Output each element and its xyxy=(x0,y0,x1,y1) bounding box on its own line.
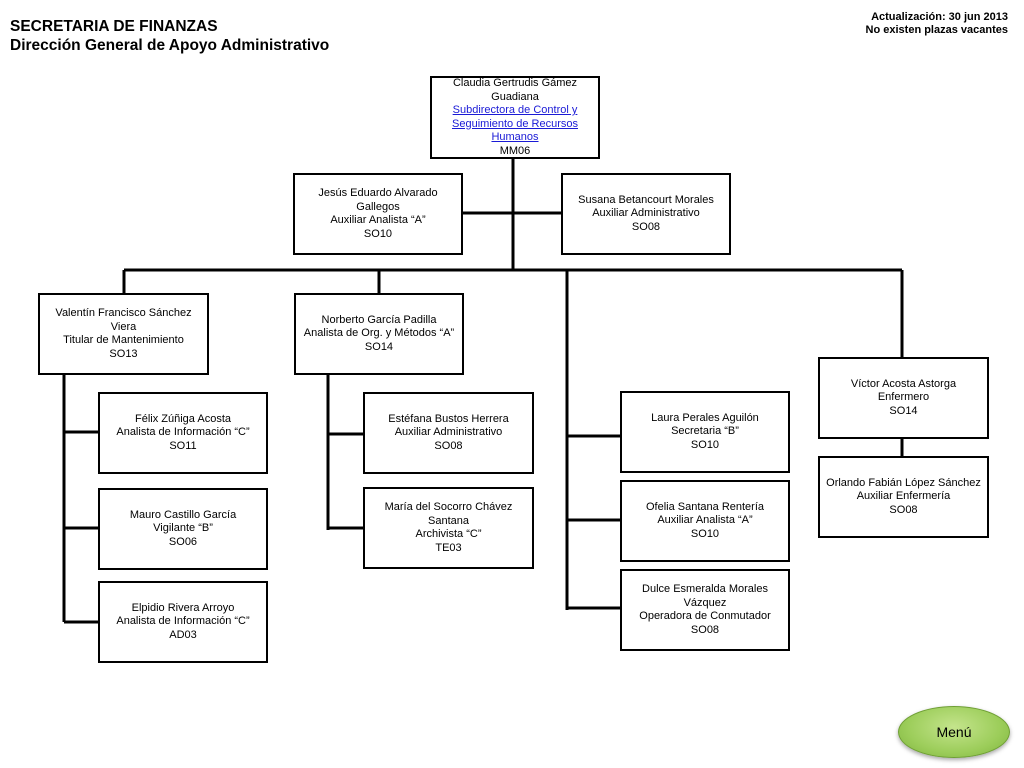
position-title: Analista de Información “C” xyxy=(116,615,250,628)
org-box-susana: Susana Betancourt Morales Auxiliar Admin… xyxy=(561,173,731,255)
position-title: Secretaria “B” xyxy=(671,425,739,438)
person-name: Mauro Castillo García xyxy=(129,508,237,521)
position-code: SO10 xyxy=(690,438,720,451)
position-title: Analista de Información “C” xyxy=(116,426,250,439)
org-box-elpidio: Elpidio Rivera Arroyo Analista de Inform… xyxy=(98,581,268,663)
person-name: Norberto García Padilla xyxy=(321,313,437,326)
person-name: Valentín Francisco Sánchez Viera xyxy=(55,307,192,333)
person-name: Elpidio Rivera Arroyo xyxy=(131,601,235,614)
page-title: SECRETARIA DE FINANZAS Dirección General… xyxy=(10,17,329,55)
position-title: Operadora de Conmutador xyxy=(639,610,771,622)
vacancy-note: No existen plazas vacantes xyxy=(865,24,1008,36)
person-name: Félix Zúñiga Acosta xyxy=(135,412,231,425)
person-name: Estéfana Bustos Herrera xyxy=(388,412,509,425)
update-date: Actualización: 30 jun 2013 xyxy=(871,11,1008,23)
position-code: AD03 xyxy=(169,628,197,641)
org-box-head: Claudia Gertrudis Gámez Guadiana Subdire… xyxy=(430,76,600,159)
person-name: Víctor Acosta Astorga xyxy=(850,377,957,390)
position-code: SO06 xyxy=(168,535,198,548)
position-code: SO08 xyxy=(434,439,463,452)
org-box-ofelia: Ofelia Santana Rentería Auxiliar Analist… xyxy=(620,480,790,562)
position-title: Auxiliar Enfermería xyxy=(856,490,951,503)
org-box-felix: Félix Zúñiga Acosta Analista de Informac… xyxy=(98,392,268,474)
person-name: Jesús Eduardo Alvarado Gallegos xyxy=(318,187,438,213)
person-name: Susana Betancourt Morales xyxy=(578,193,714,206)
position-code: SO14 xyxy=(889,404,918,417)
position-code: SO08 xyxy=(690,623,720,636)
org-box-estefana: Estéfana Bustos Herrera Auxiliar Adminis… xyxy=(363,392,534,474)
department-name: Dirección General de Apoyo Administrativ… xyxy=(10,37,330,54)
person-name: Claudia Gertrudis Gámez Guadiana xyxy=(452,77,578,103)
position-title: Auxiliar Analista “A” xyxy=(330,214,426,226)
position-code: SO10 xyxy=(690,527,720,540)
position-code: SO14 xyxy=(364,340,394,353)
person-name: Laura Perales Aguilón xyxy=(651,411,759,424)
person-name: María del Socorro Chávez Santana xyxy=(384,501,513,527)
position-link[interactable]: Subdirectora de Control y Seguimiento de… xyxy=(452,104,578,143)
position-code: TE03 xyxy=(435,541,462,554)
person-name: Dulce Esmeralda Morales Vázquez xyxy=(642,583,768,609)
position-code: SO11 xyxy=(169,439,197,452)
org-box-jesus: Jesús Eduardo Alvarado Gallegos Auxiliar… xyxy=(293,173,463,255)
position-title: Enfermero xyxy=(877,391,930,404)
position-title: Auxiliar Analista “A” xyxy=(657,514,753,527)
position-title: Auxiliar Administrativo xyxy=(394,426,503,439)
menu-button[interactable]: Menú xyxy=(898,706,1010,758)
position-title: Titular de Mantenimiento xyxy=(63,334,184,346)
org-box-dulce: Dulce Esmeralda Morales Vázquez Operador… xyxy=(620,569,790,651)
position-code: SO10 xyxy=(363,227,393,240)
org-name: SECRETARIA DE FINANZAS xyxy=(10,18,218,35)
position-code: SO13 xyxy=(109,347,138,360)
org-box-valentin: Valentín Francisco Sánchez Viera Titular… xyxy=(38,293,209,375)
update-info: Actualización: 30 jun 2013 No existen pl… xyxy=(866,11,1008,37)
org-box-mauro: Mauro Castillo García Vigilante “B” SO06 xyxy=(98,488,268,570)
position-title: Vigilante “B” xyxy=(153,522,213,535)
position-title: Analista de Org. y Métodos “A” xyxy=(303,327,455,340)
menu-button-label: Menú xyxy=(936,724,972,740)
org-box-victor: Víctor Acosta Astorga Enfermero SO14 xyxy=(818,357,989,439)
person-name: Orlando Fabián López Sánchez xyxy=(826,476,981,489)
position-code: SO08 xyxy=(631,220,661,233)
org-box-orlando: Orlando Fabián López Sánchez Auxiliar En… xyxy=(818,456,989,538)
position-title: Archivista “C” xyxy=(415,528,482,540)
org-box-norberto: Norberto García Padilla Analista de Org.… xyxy=(294,293,464,375)
person-name: Ofelia Santana Rentería xyxy=(645,500,765,513)
position-title: Auxiliar Administrativo xyxy=(592,207,700,220)
org-box-maria: María del Socorro Chávez Santana Archivi… xyxy=(363,487,534,569)
org-box-laura: Laura Perales Aguilón Secretaria “B” SO1… xyxy=(620,391,790,473)
position-code: MM06 xyxy=(499,144,531,157)
position-code: SO08 xyxy=(889,503,918,516)
